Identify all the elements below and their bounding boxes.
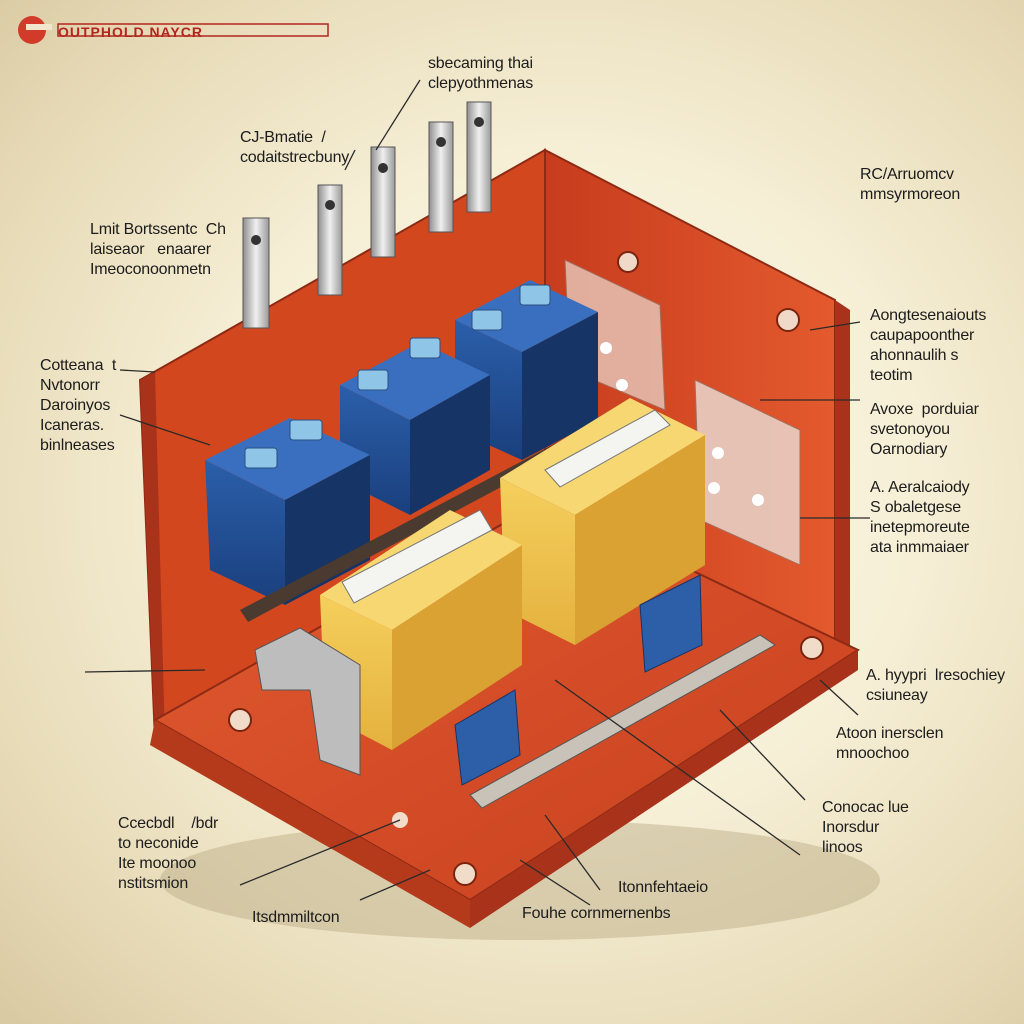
leader-bottom-center-2 <box>519 859 591 906</box>
terminal-pin-1 <box>242 217 270 329</box>
leader-left-mid-2 <box>119 414 211 446</box>
leader-right-upper <box>809 321 861 331</box>
label-left-top: Lmit Bortssentc Ch laiseaor enaarer Imeo… <box>90 221 226 278</box>
label-right-mid: Avoxe porduiar svetonoyou Oarnodiary <box>870 401 979 458</box>
leader-left-mid <box>119 369 156 373</box>
label-bottom-center-2: Fouhe cornmernenbs <box>522 905 671 922</box>
metal-clamp-left <box>254 627 361 776</box>
logo-text: OUTPHOLD NAYCR <box>58 24 203 40</box>
label-upper-left-mid: CJ-Bmatie / codaitstrecbuny <box>240 129 350 166</box>
leader-right-bottom-2 <box>719 709 806 801</box>
terminal-pin-2 <box>317 184 343 296</box>
terminal-pin-3 <box>370 146 396 258</box>
label-right-bottom-2: Atoon inersclen mnoochoo <box>836 725 944 762</box>
leader-bottom-left <box>359 869 431 901</box>
label-right-upper: Aongtesenaiouts caupapoonther ahonnaulih… <box>870 307 987 384</box>
label-right-bottom-1: A. hyypri lresochiey csiuneay <box>866 667 1005 704</box>
label-right-top: RC/Arruomcv mmsyrmoreon <box>860 166 961 203</box>
label-top-center: sbecaming thai clepyothmenas <box>428 55 534 92</box>
label-bottom-left: Itsdmmiltcon <box>252 909 340 926</box>
leader-right-bottom-1 <box>819 679 859 716</box>
terminal-pin-4 <box>428 121 454 233</box>
leader-right-bottom-3 <box>554 679 801 856</box>
mounting-bracket-lower <box>694 379 801 566</box>
leader-upper-left-mid <box>344 149 356 171</box>
leader-top-center <box>375 79 421 151</box>
label-right-lower: A. Aeralcaiody S obaletgese inetepmoreut… <box>870 479 970 556</box>
leader-bottom-center-1 <box>544 814 601 891</box>
terminal-pins <box>242 101 492 329</box>
terminal-pin-5 <box>466 101 492 213</box>
label-bottom-center-1: Itonnfehtaeio <box>618 879 708 896</box>
label-right-bottom-3: Conocac lue Inorsdur linoos <box>822 799 909 856</box>
label-left-bottom: Ccecbdl /bdr to neconide Ite moonoo nsti… <box>118 815 219 892</box>
leader-left-line <box>84 669 206 673</box>
blue-connectors <box>454 574 703 786</box>
leader-lines <box>84 79 870 906</box>
label-left-mid: Cotteana t Nvtonorr Daroinyos Icaneras. … <box>40 357 117 454</box>
leader-left-bottom <box>239 819 401 886</box>
